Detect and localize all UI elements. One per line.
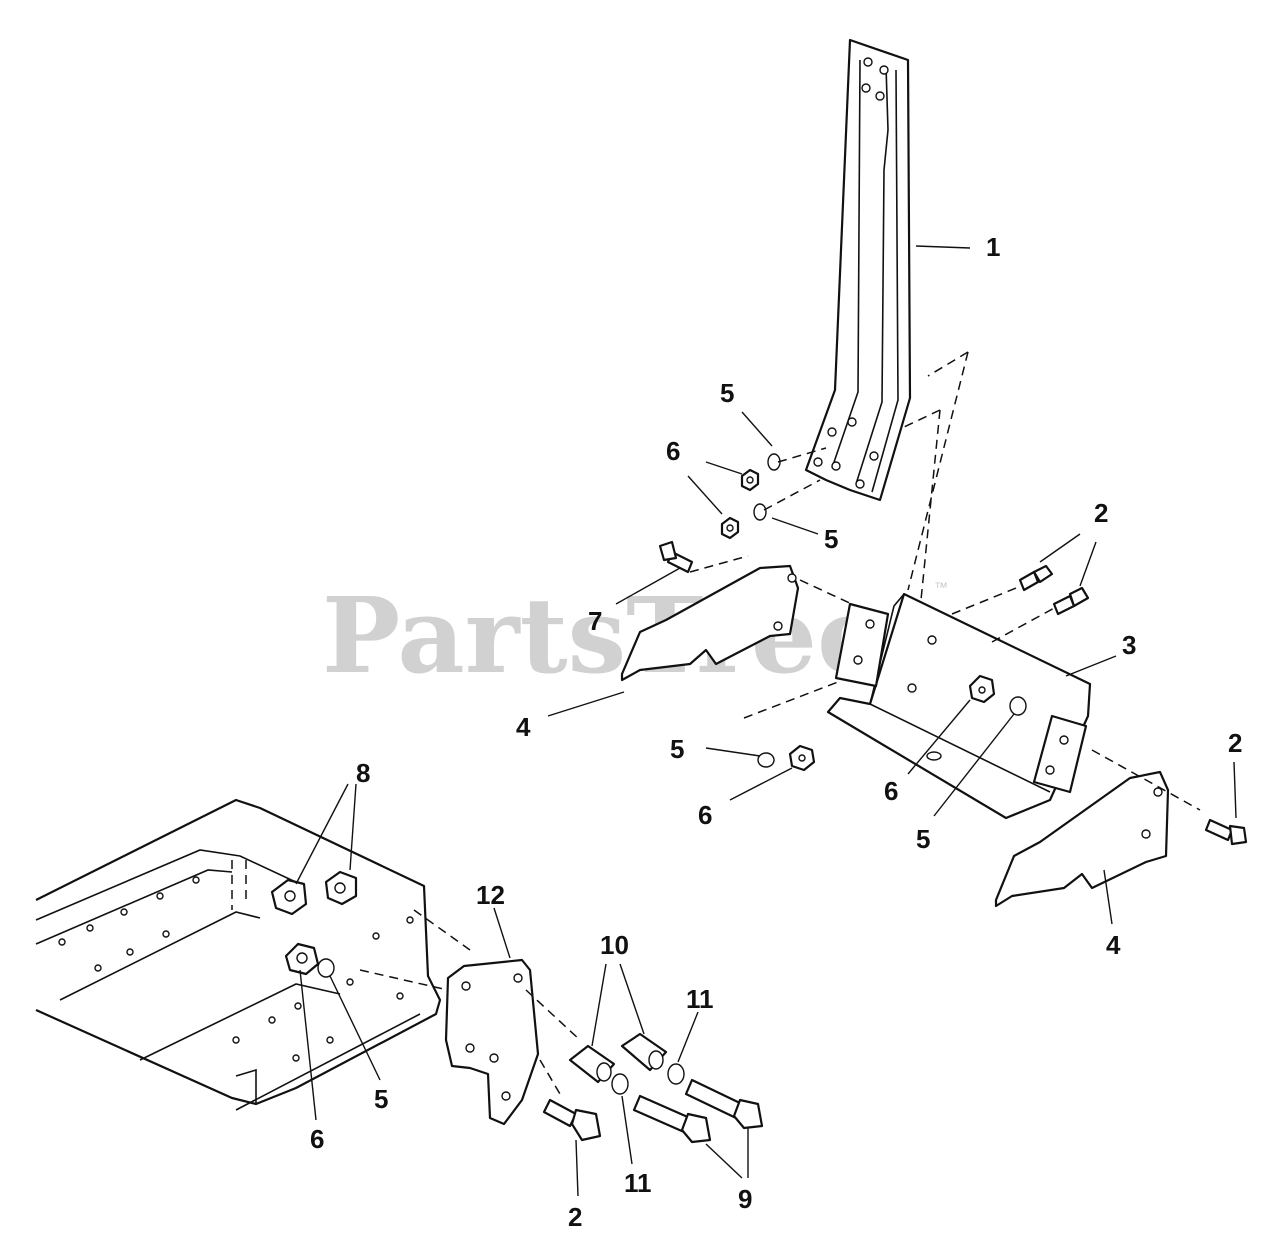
callout-7: 7 — [588, 606, 602, 636]
callout-6-d: 6 — [310, 1124, 324, 1154]
callout-labels: 1 5 6 5 2 7 3 4 2 5 8 6 6 5 12 4 10 11 5… — [310, 232, 1242, 1232]
callout-2-b: 2 — [1228, 728, 1242, 758]
part-2-bolt-right[interactable] — [1204, 818, 1248, 846]
part-11-washer-a[interactable] — [611, 1073, 629, 1095]
part-4-left-plate[interactable] — [620, 564, 800, 682]
callout-5-c: 5 — [670, 734, 684, 764]
callout-2-a: 2 — [1094, 498, 1108, 528]
part-10-spacer-b[interactable] — [620, 1032, 668, 1072]
part-6-nut-right[interactable] — [968, 674, 996, 704]
part-1-vertical-bracket[interactable] — [804, 38, 912, 502]
callout-2-c: 2 — [568, 1202, 582, 1232]
part-6-nut-upper-a[interactable] — [740, 468, 760, 492]
part-6-nut-upper-b[interactable] — [720, 516, 740, 540]
part-10-spacer-a[interactable] — [568, 1044, 616, 1084]
part-7-bolt[interactable] — [658, 540, 694, 574]
callout-11-a: 11 — [686, 984, 714, 1014]
tractor-frame — [35, 798, 442, 1111]
frame-holes — [58, 876, 414, 1062]
part-2-bolt-upper-a[interactable] — [1018, 564, 1054, 592]
part-8-nut-b[interactable] — [324, 870, 358, 906]
part-2-bolt-upper-b[interactable] — [1052, 586, 1090, 616]
callout-5-a: 5 — [720, 378, 734, 408]
part-4-right-plate[interactable] — [994, 770, 1170, 908]
part-6-nut-frame[interactable] — [284, 942, 320, 976]
part-2-bolt-lower[interactable] — [542, 1098, 602, 1142]
part-5-washer-upper-b[interactable] — [753, 503, 767, 521]
watermark-text: PartsTree — [322, 574, 883, 697]
part-6-nut-lower-left[interactable] — [788, 744, 816, 772]
part-5-washer-lower-left[interactable] — [757, 752, 775, 768]
leader-lines — [295, 245, 1237, 1197]
part-5-washer-frame[interactable] — [317, 958, 335, 978]
callout-5-d: 5 — [916, 824, 930, 854]
part-3-angle-bracket[interactable] — [826, 592, 1092, 820]
callout-6-b: 6 — [884, 776, 898, 806]
callout-1: 1 — [986, 232, 1000, 262]
callout-6-c: 6 — [698, 800, 712, 830]
callout-5-b: 5 — [824, 524, 838, 554]
callout-6-a: 6 — [666, 436, 680, 466]
callout-12: 12 — [476, 880, 505, 910]
part-9-bolt-b[interactable] — [684, 1078, 764, 1130]
callout-3: 3 — [1122, 630, 1136, 660]
watermark-trademark: ™ — [934, 579, 948, 595]
part-5-washer-right[interactable] — [1009, 696, 1027, 716]
callout-9: 9 — [738, 1184, 752, 1214]
part-9-bolt-a[interactable] — [632, 1094, 712, 1144]
callout-11-b: 11 — [624, 1168, 652, 1198]
part-8-nut-a[interactable] — [270, 878, 308, 916]
part-12-lower-bracket[interactable] — [444, 958, 540, 1126]
callout-10: 10 — [600, 930, 629, 960]
callout-4-a: 4 — [516, 712, 531, 742]
part-11-washer-b[interactable] — [667, 1063, 685, 1085]
callout-4-b: 4 — [1106, 930, 1121, 960]
callout-8: 8 — [356, 758, 370, 788]
callout-5-e: 5 — [374, 1084, 388, 1114]
